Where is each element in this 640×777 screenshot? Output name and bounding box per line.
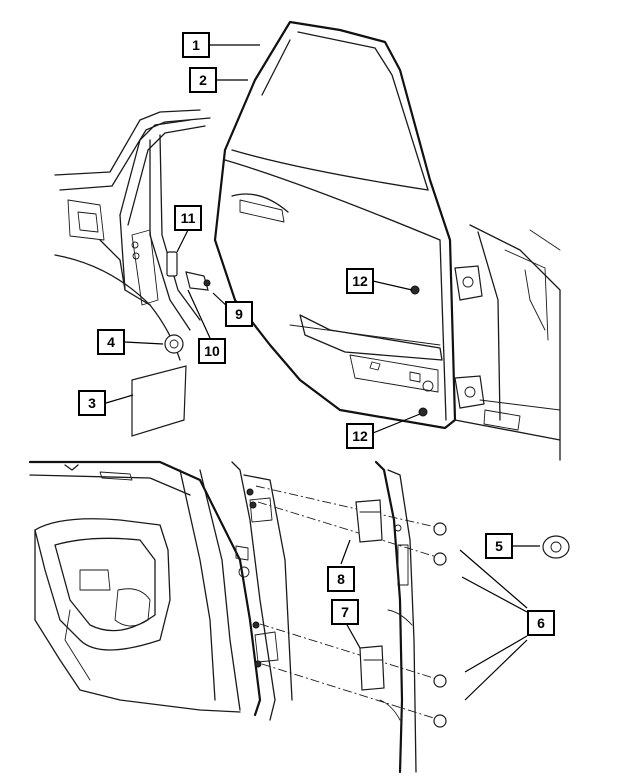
callout-11: 11 xyxy=(174,205,202,231)
callout-6: 6 xyxy=(527,610,555,636)
callout-3: 3 xyxy=(78,390,106,416)
callout-1: 1 xyxy=(182,32,210,58)
b-pillar-bottom xyxy=(374,460,417,774)
callout-12-top: 12 xyxy=(346,268,374,294)
callout-10: 10 xyxy=(198,338,226,364)
door-inner-panel xyxy=(28,460,262,717)
door-insulator xyxy=(131,365,187,437)
callout-8: 8 xyxy=(327,566,355,592)
callout-4: 4 xyxy=(97,329,125,355)
body-quarter-panel xyxy=(54,109,211,361)
callout-5: 5 xyxy=(485,533,513,559)
callout-2: 2 xyxy=(189,67,217,93)
door-hinge-face xyxy=(231,461,293,721)
leader-lines xyxy=(105,44,540,701)
door-hinges-top xyxy=(454,265,485,409)
b-pillar xyxy=(454,224,561,461)
hinge-nuts-top xyxy=(410,285,428,417)
hinge-nuts-bottom xyxy=(433,522,447,728)
body-hinges xyxy=(355,499,385,691)
grommet xyxy=(164,334,184,354)
callout-7: 7 xyxy=(331,599,359,625)
check-strap-bolt xyxy=(166,251,211,291)
rear-door xyxy=(213,20,457,430)
plug-part xyxy=(542,535,570,559)
assembly-centerlines xyxy=(255,485,441,721)
callout-9: 9 xyxy=(225,301,253,327)
callout-12-bottom: 12 xyxy=(346,423,374,449)
